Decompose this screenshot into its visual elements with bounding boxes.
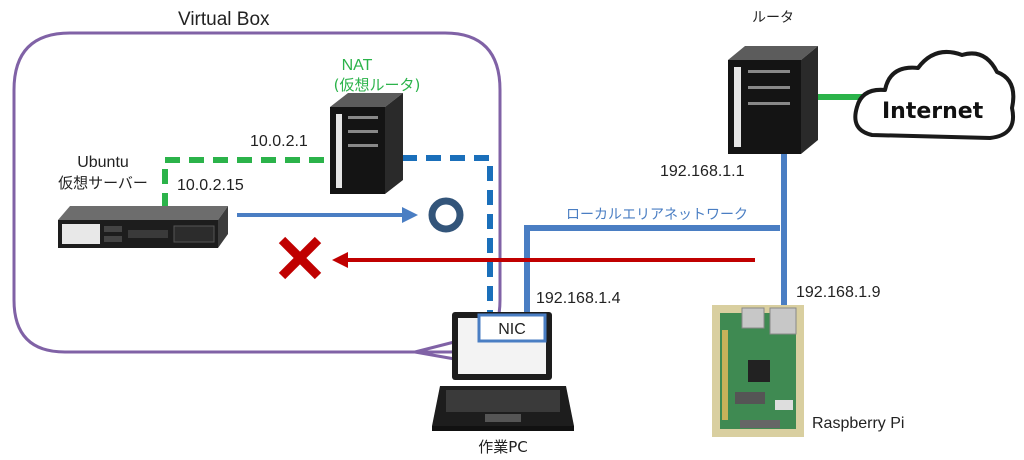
virtualbox-title: Virtual Box: [178, 9, 270, 30]
lan-links: [524, 150, 787, 313]
router-ip: 192.168.1.1: [660, 163, 745, 180]
cloud-icon: [853, 50, 1016, 140]
pc-ip: 192.168.1.4: [536, 290, 621, 307]
router-label: ルータ: [752, 10, 794, 26]
nat-nic-link: [402, 155, 493, 313]
ubuntu-ip: 10.0.2.15: [177, 177, 244, 194]
lan-label: ローカルエリアネットワーク: [566, 207, 748, 223]
ubuntu-subtitle: 仮想サーバー: [58, 174, 148, 192]
nic-box: [477, 313, 547, 343]
internet-label: Internet: [882, 99, 984, 124]
pc-label: 作業PC: [478, 438, 528, 456]
nat-ubuntu-link: [162, 157, 330, 208]
nat-label: NAT: [342, 57, 373, 74]
nat-router-icon: [330, 93, 403, 194]
server-icon: [58, 206, 228, 248]
circle-icon: [428, 197, 464, 233]
blocked-arrow: [332, 252, 755, 268]
raspi-label: Raspberry Pi: [812, 415, 904, 432]
nat-subtitle: (仮想ルータ): [334, 76, 421, 94]
router-icon: [728, 46, 818, 154]
nat-ip: 10.0.2.1: [250, 133, 308, 150]
ubuntu-label: Ubuntu: [77, 154, 129, 171]
raspberry-pi-icon: [712, 305, 804, 437]
virtualbox-container: [12, 31, 502, 369]
nic-label: NIC: [498, 321, 526, 338]
ok-arrow: [237, 207, 418, 223]
nat-links: [162, 155, 493, 313]
x-icon: [278, 236, 322, 280]
raspi-ip: 192.168.1.9: [796, 284, 881, 301]
